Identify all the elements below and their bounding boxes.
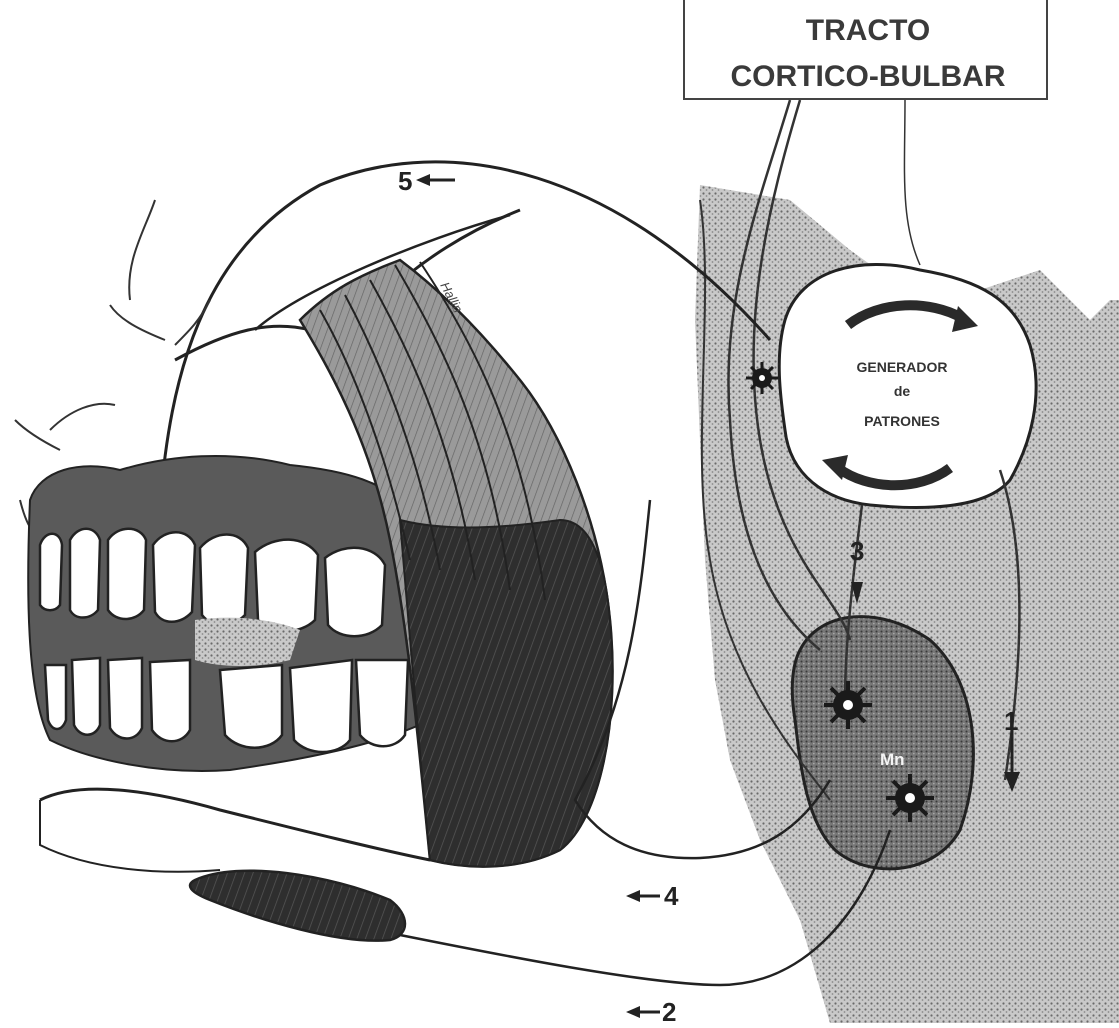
header-line1: TRACTO <box>806 14 930 47</box>
label-path-5: 5 <box>398 166 412 196</box>
generator-line1: GENERADOR <box>856 359 947 375</box>
label-path-3: 3 <box>850 536 864 566</box>
occlusal-area <box>195 618 300 666</box>
label-path-1: 1 <box>1004 706 1018 736</box>
generator-line2: de <box>894 383 911 399</box>
label-motor-nucleus: Mn <box>880 750 905 769</box>
generator-line3: PATRONES <box>864 413 940 429</box>
starburst-neuron-icon <box>886 774 934 822</box>
starburst-neuron-icon <box>824 681 872 729</box>
label-path-2: 2 <box>662 997 676 1023</box>
digastric-muscle <box>190 871 405 941</box>
header-line2: CORTICO-BULBAR <box>731 60 1006 93</box>
mandible-outline <box>40 789 430 860</box>
label-path-4: 4 <box>664 881 679 911</box>
